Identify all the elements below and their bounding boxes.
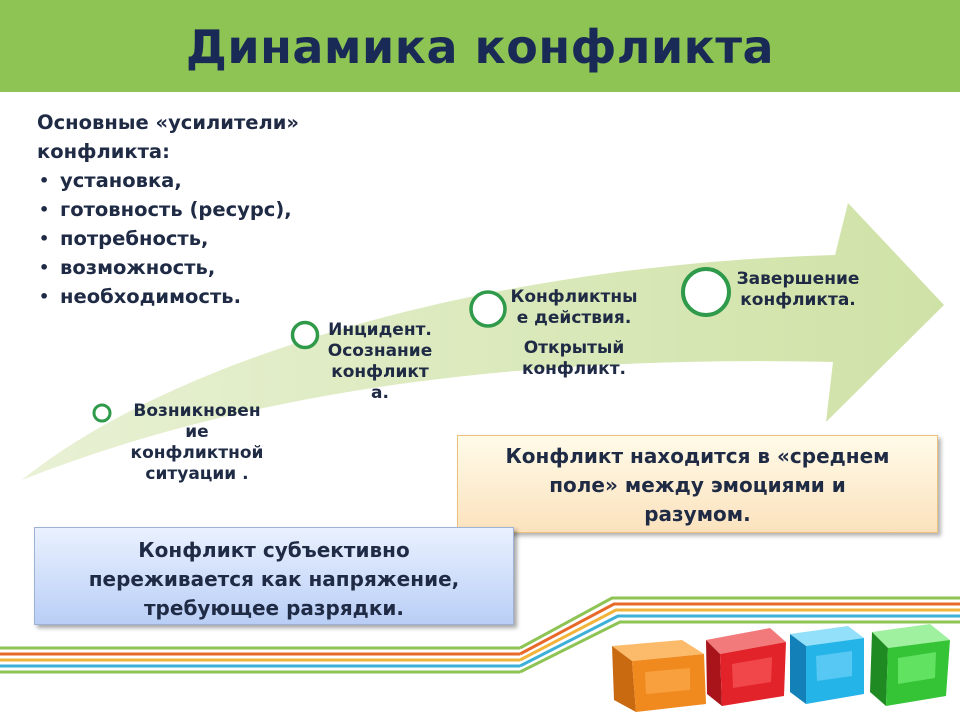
amplifiers-block: Основные «усилители» конфликта: установк… — [37, 108, 397, 311]
title-bar — [0, 0, 960, 92]
stage-label-4: Завершение конфликта. — [736, 269, 860, 310]
amplifier-item: потребность, — [37, 224, 397, 253]
decorative-stripes — [0, 596, 960, 674]
stage-label-1: Возникновен ие конфликтной ситуации . — [130, 401, 264, 484]
amplifier-item: установка, — [37, 166, 397, 195]
stage-label-3: Конфликтны е действия. Открытый конфликт… — [510, 287, 638, 379]
stage-label-2: Инцидент. Осознание конфликт а. — [327, 320, 433, 403]
middle-field-note: Конфликт находится в «среднем поле» межд… — [457, 435, 938, 533]
green-cube — [870, 624, 950, 706]
amplifiers-heading-line-1: Основные «усилители» — [37, 111, 300, 134]
stage-ring-4 — [681, 267, 731, 317]
red-cube — [706, 628, 786, 706]
stage-ring-1 — [92, 403, 112, 423]
slide-title: Динамика конфликта — [185, 20, 775, 74]
stage-ring-3 — [469, 290, 507, 328]
amplifier-item: возможность, — [37, 253, 397, 282]
amplifiers-list: установка, готовность (ресурс), потребно… — [37, 166, 397, 311]
amplifiers-heading-line-2: конфликта: — [37, 140, 170, 163]
stage-ring-2 — [290, 320, 320, 350]
blue-cube — [790, 626, 864, 704]
subjective-note: Конфликт субъективно переживается как на… — [34, 527, 514, 625]
amplifier-item: готовность (ресурс), — [37, 195, 397, 224]
orange-cube — [612, 640, 706, 712]
amplifier-item: необходимость. — [37, 282, 397, 311]
